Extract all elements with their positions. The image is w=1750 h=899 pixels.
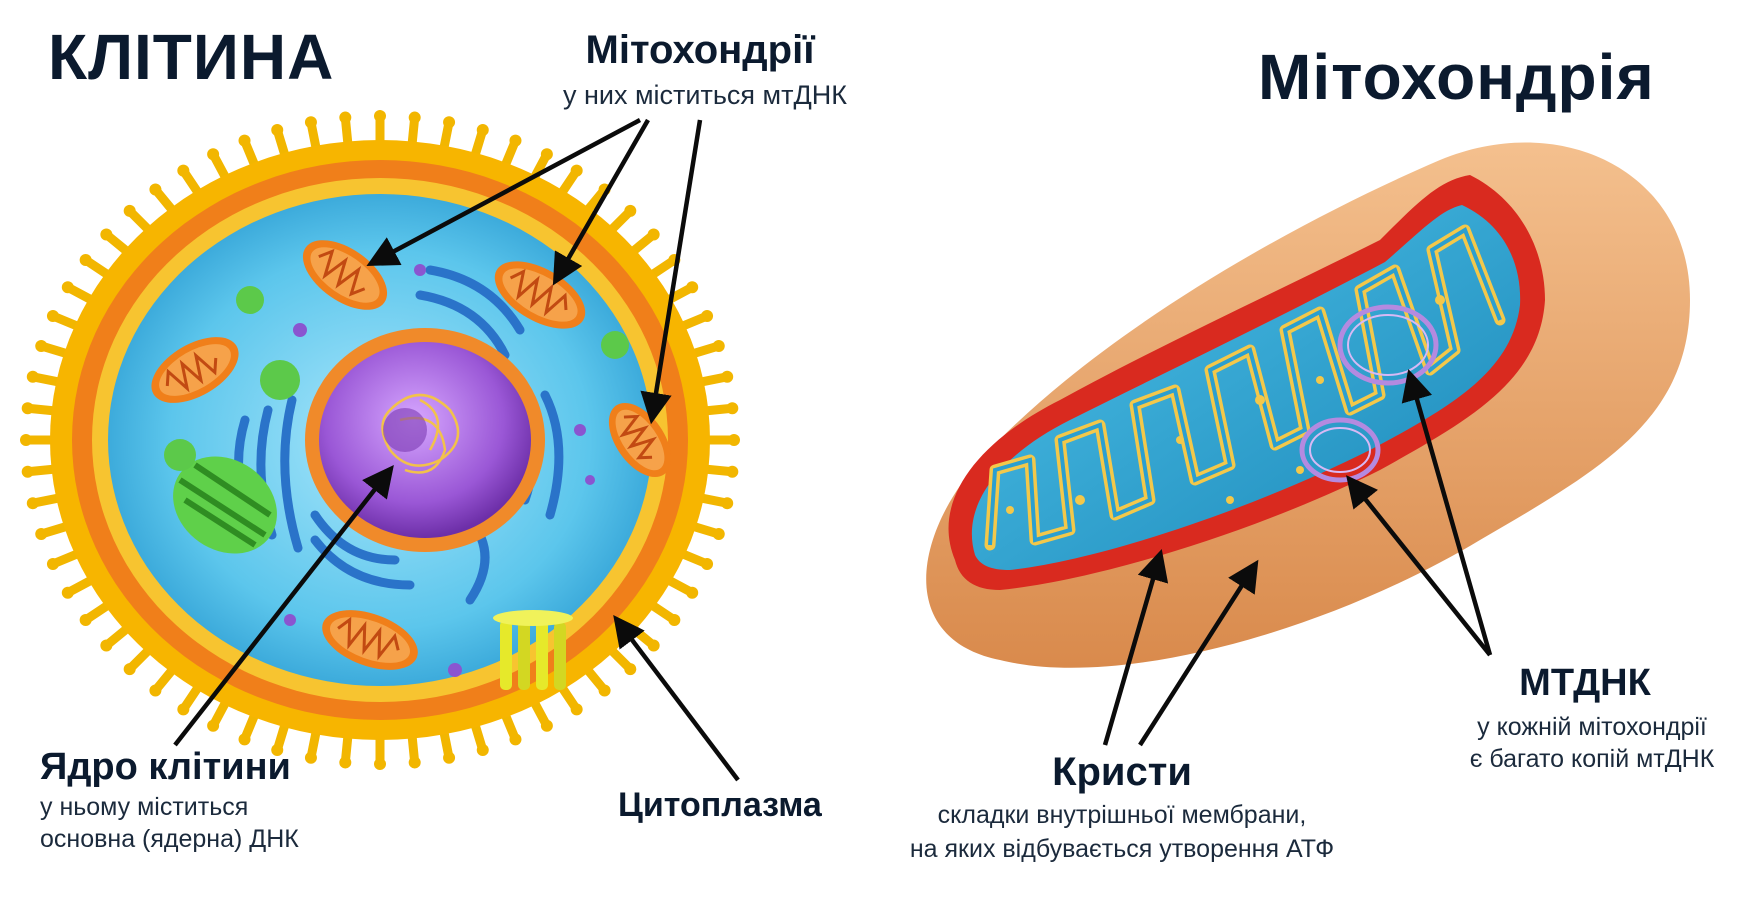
arrow-cristae-2 [1138,559,1259,747]
arrow-mito-2 [552,118,650,286]
nucleus [305,328,545,552]
nucleus-sublabel-2: основна (ядерна) ДНК [40,825,299,853]
arrow-mito-1 [366,118,642,266]
cell-mitochondria [151,240,672,670]
arrow-cristae-1 [1102,548,1169,746]
mtdna-sublabel-2: є багато копій мтДНК [1469,745,1715,773]
mtdna-sublabel-1: у кожній мітохондрії [1477,713,1707,741]
mtdna-label: МТДНК [1519,662,1651,704]
mtdna-rings [1299,304,1439,483]
green-stack [173,456,277,554]
arrow-mtdna-1 [1401,368,1493,656]
arrow-cytoplasm [613,614,740,782]
matrix-granules [1006,295,1445,514]
mitochondria-sublabel: у них міститься мтДНК [562,80,848,110]
cell-title: КЛІТИНА [48,21,335,93]
mitochondrion-title: Мітохондрія [1258,41,1655,113]
arrow-mito-3 [640,119,703,425]
cristae-label: Кристи [1052,750,1192,794]
vesicles [164,264,629,677]
arrow-mtdna-2 [1346,475,1492,657]
arrows [173,118,1493,782]
cristae-sublabel-1: складки внутрішньої мембрани, [937,801,1307,829]
cristae-sublabel-2: на яких відбувається утворення АТФ [909,835,1335,863]
arrow-nucleus [173,465,394,747]
nucleus-sublabel-1: у ньому міститься [40,793,249,821]
mitochondrion-illustration [926,142,1690,668]
cytoplasm-label: Цитоплазма [618,786,822,824]
mitochondria-label: Мітохондрії [585,28,815,72]
cell-illustration [20,110,740,770]
nucleus-label: Ядро клітини [40,746,291,788]
centriole [493,610,573,690]
cristae-inner [988,227,1502,546]
